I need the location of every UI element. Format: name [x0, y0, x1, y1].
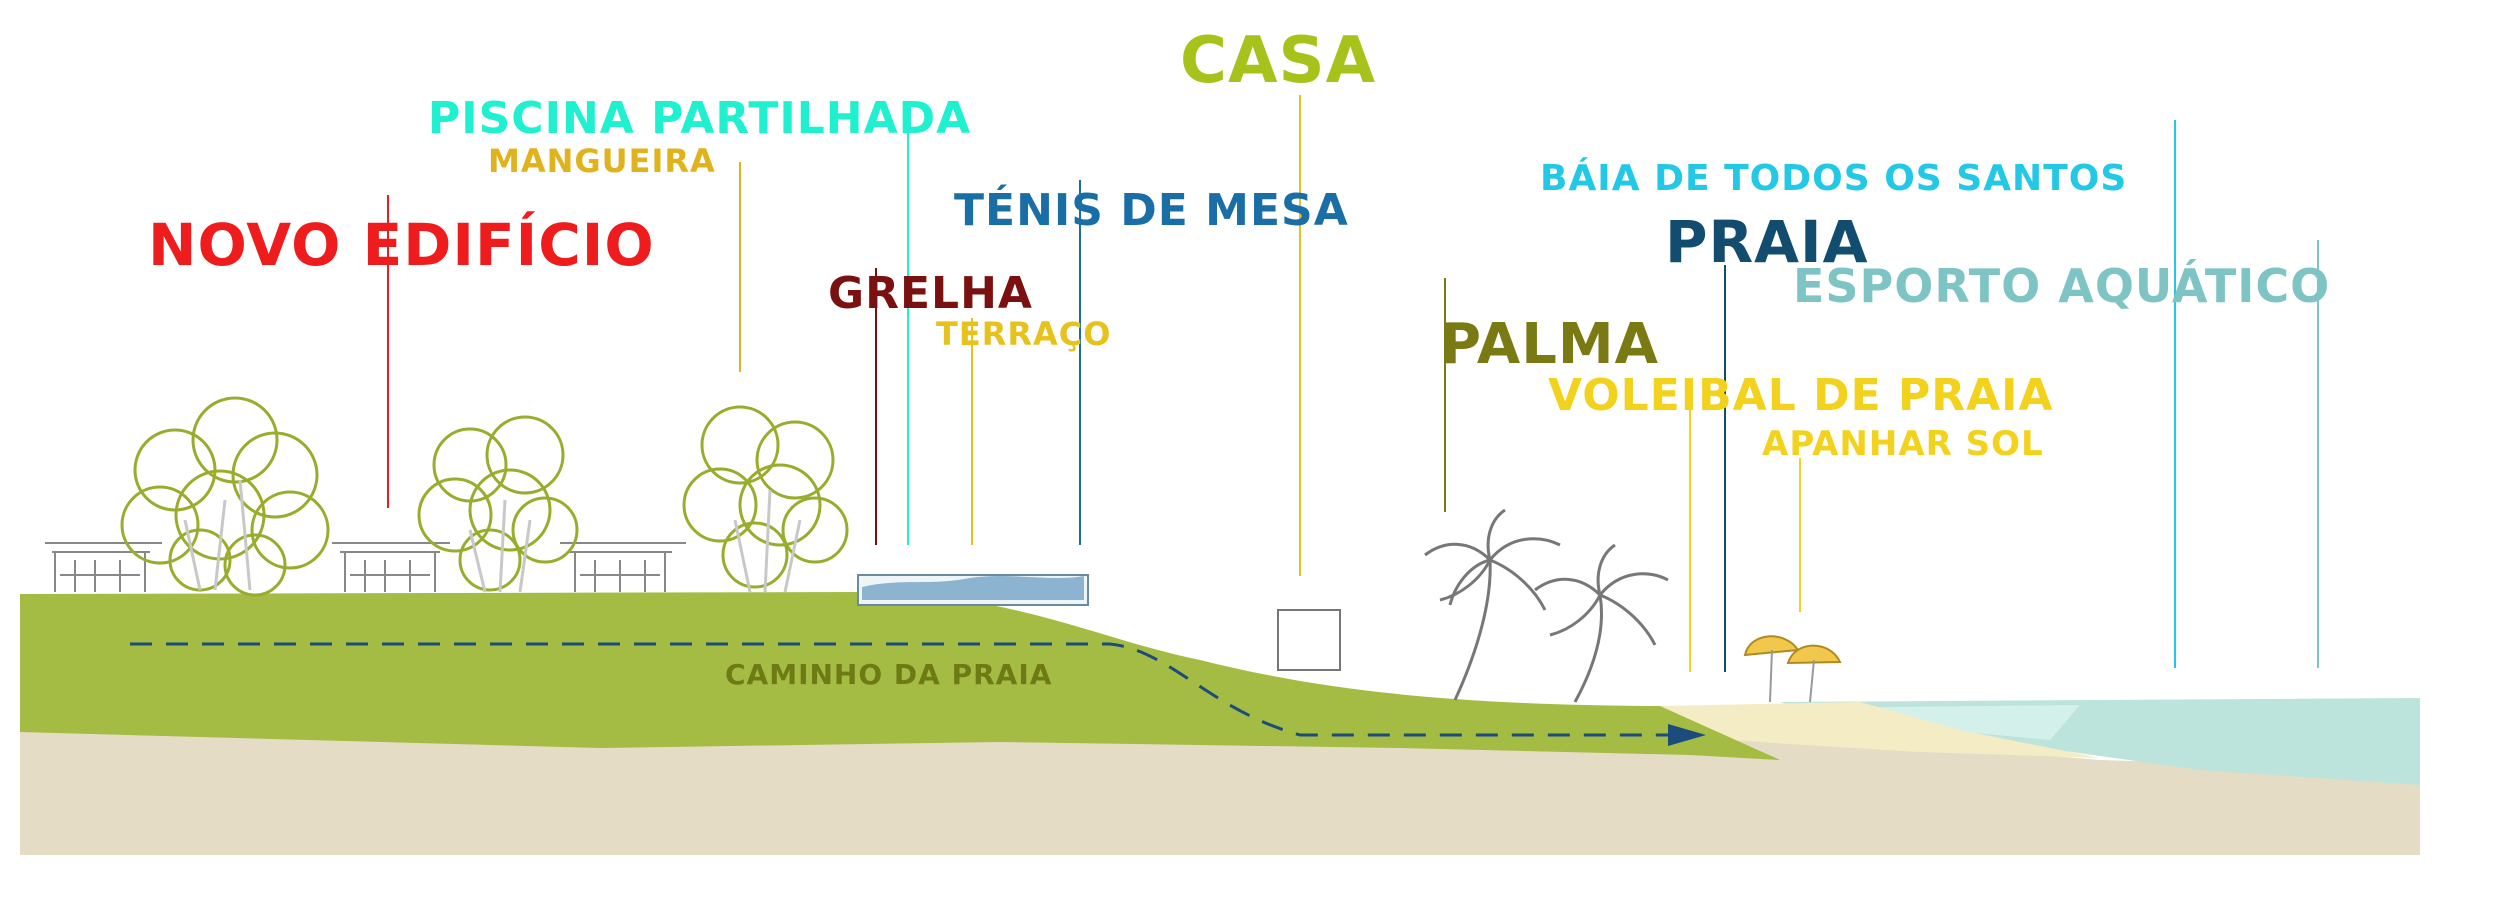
beach-path: CAMINHO DA PRAIA	[130, 642, 1706, 746]
grass-layer	[20, 592, 1780, 760]
tree-icon	[417, 415, 579, 593]
palm-tree-icon	[1534, 543, 1669, 703]
tenis-de-mesa-label: TÉNIS DE MESA	[954, 183, 1349, 236]
pool-icon	[857, 574, 1089, 606]
buildings	[45, 542, 686, 592]
path-line	[130, 642, 1670, 737]
path-arrow-icon	[1668, 724, 1706, 746]
building-icon	[332, 542, 450, 592]
caminho-label: CAMINHO DA PRAIA	[725, 658, 1052, 691]
voleibal-label: VOLEIBAL DE PRAIA	[1548, 370, 2054, 421]
sand-beach	[1660, 702, 2100, 758]
baia-label: BÁIA DE TODOS OS SANTOS	[1540, 157, 2127, 199]
tree-icon	[120, 396, 330, 597]
terrain	[20, 592, 2420, 855]
building-icon	[45, 542, 162, 592]
tree-icon	[682, 405, 849, 593]
piscina-partilhada-label: PISCINA PARTILHADA	[428, 93, 971, 144]
novo-edificio-label: NOVO EDIFÍCIO	[148, 210, 655, 279]
soil-layer	[20, 725, 2420, 855]
leader-lines	[387, 95, 2319, 672]
praia-label: PRAIA	[1665, 208, 1869, 276]
trees	[120, 396, 849, 597]
house-icon	[1277, 609, 1341, 671]
mangueira-label: MANGUEIRA	[488, 142, 716, 180]
palm-tree-icon	[1424, 508, 1561, 701]
palma-label: PALMA	[1440, 312, 1659, 377]
esporto-aquatico-label: ESPORTO AQUÁTICO	[1793, 259, 2330, 313]
terraco-label: TERRAÇO	[936, 315, 1111, 353]
beach-umbrella-icon	[1743, 635, 1842, 703]
building-icon	[560, 542, 686, 592]
apanhar-sol-label: APANHAR SOL	[1762, 424, 2044, 464]
grelha-label: GRELHA	[828, 268, 1033, 319]
casa-label: CASA	[1180, 24, 1376, 98]
labels: CASA PISCINA PARTILHADA MANGUEIRA NOVO E…	[148, 24, 2330, 464]
